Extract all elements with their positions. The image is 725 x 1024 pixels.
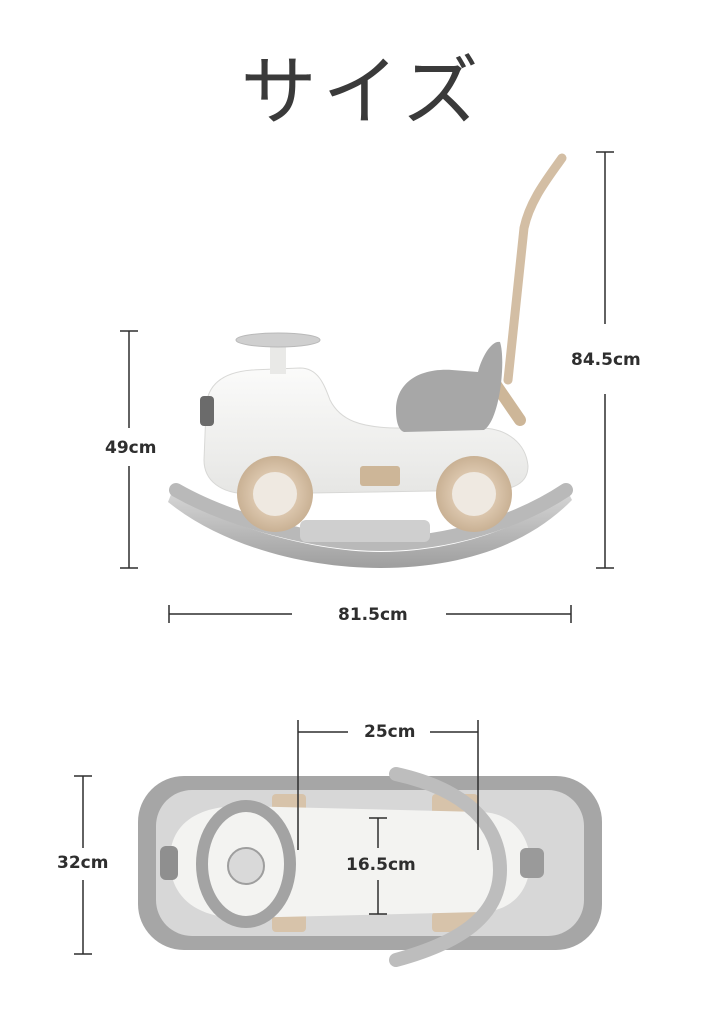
dimension-lines-top xyxy=(74,720,479,955)
side-view-car xyxy=(168,153,573,568)
height-label: 49cm xyxy=(105,438,157,458)
inner-width-label: 16.5cm xyxy=(346,855,416,875)
top-view-car xyxy=(138,767,602,967)
seat-width-label: 25cm xyxy=(364,722,416,742)
page-title: サイズ xyxy=(240,47,485,136)
dimension-lines-side xyxy=(120,151,614,623)
length-label: 81.5cm xyxy=(338,605,408,625)
width-label: 32cm xyxy=(57,853,109,873)
total-height-label: 84.5cm xyxy=(571,350,641,370)
